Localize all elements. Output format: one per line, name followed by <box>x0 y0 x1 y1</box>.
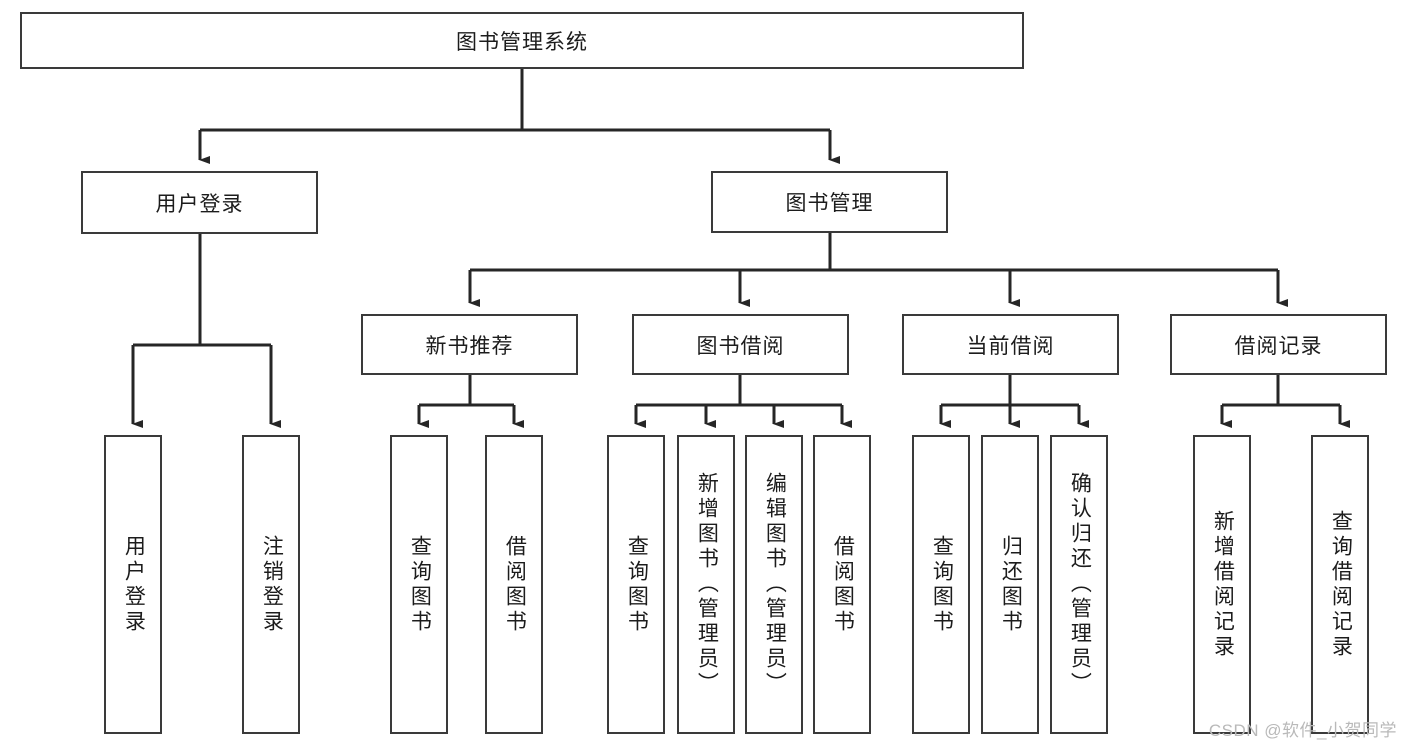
leaf-user-login-logout[interactable]: 注销登录 <box>242 435 300 734</box>
csdn-watermark: CSDN @软件_小贺同学 <box>1208 721 1397 740</box>
leaf-book-borrow-borrow-book[interactable]: 借阅图书 <box>813 435 871 734</box>
leaf-new-book-borrow-book[interactable]: 借阅图书 <box>485 435 543 734</box>
leaf-label: 查询图书 <box>625 534 649 635</box>
node-new-book-recommend[interactable]: 新书推荐 <box>361 314 578 375</box>
leaf-label: 查询借阅记录 <box>1329 509 1353 660</box>
node-root-book-management-system[interactable]: 图书管理系统 <box>20 12 1024 69</box>
leaf-label: 编辑图书（管理员） <box>763 472 787 697</box>
leaf-borrow-records-query-record[interactable]: 查询借阅记录 <box>1311 435 1369 734</box>
leaf-label: 注销登录 <box>260 534 284 635</box>
leaf-new-book-query-book[interactable]: 查询图书 <box>390 435 448 734</box>
leaf-label: 查询图书 <box>930 534 954 635</box>
leaf-label: 借阅图书 <box>503 534 527 635</box>
node-current-borrow[interactable]: 当前借阅 <box>902 314 1119 375</box>
node-book-borrow[interactable]: 图书借阅 <box>632 314 849 375</box>
leaf-borrow-records-add-record[interactable]: 新增借阅记录 <box>1193 435 1251 734</box>
leaf-current-borrow-query-book[interactable]: 查询图书 <box>912 435 970 734</box>
node-borrow-records[interactable]: 借阅记录 <box>1170 314 1387 375</box>
leaf-label: 确认归还（管理员） <box>1068 472 1092 697</box>
leaf-label: 新增图书（管理员） <box>695 472 719 697</box>
leaf-current-borrow-confirm-return-admin[interactable]: 确认归还（管理员） <box>1050 435 1108 734</box>
leaf-book-borrow-add-book-admin[interactable]: 新增图书（管理员） <box>677 435 735 734</box>
leaf-label: 归还图书 <box>999 534 1023 635</box>
leaf-book-borrow-edit-book-admin[interactable]: 编辑图书（管理员） <box>745 435 803 734</box>
leaf-user-login-login[interactable]: 用户登录 <box>104 435 162 734</box>
leaf-label: 新增借阅记录 <box>1211 509 1235 660</box>
node-user-login[interactable]: 用户登录 <box>81 171 318 234</box>
leaf-current-borrow-return-book[interactable]: 归还图书 <box>981 435 1039 734</box>
leaf-label: 用户登录 <box>122 534 146 635</box>
leaf-label: 查询图书 <box>408 534 432 635</box>
leaf-label: 借阅图书 <box>831 534 855 635</box>
leaf-book-borrow-query-book[interactable]: 查询图书 <box>607 435 665 734</box>
node-book-management[interactable]: 图书管理 <box>711 171 948 233</box>
